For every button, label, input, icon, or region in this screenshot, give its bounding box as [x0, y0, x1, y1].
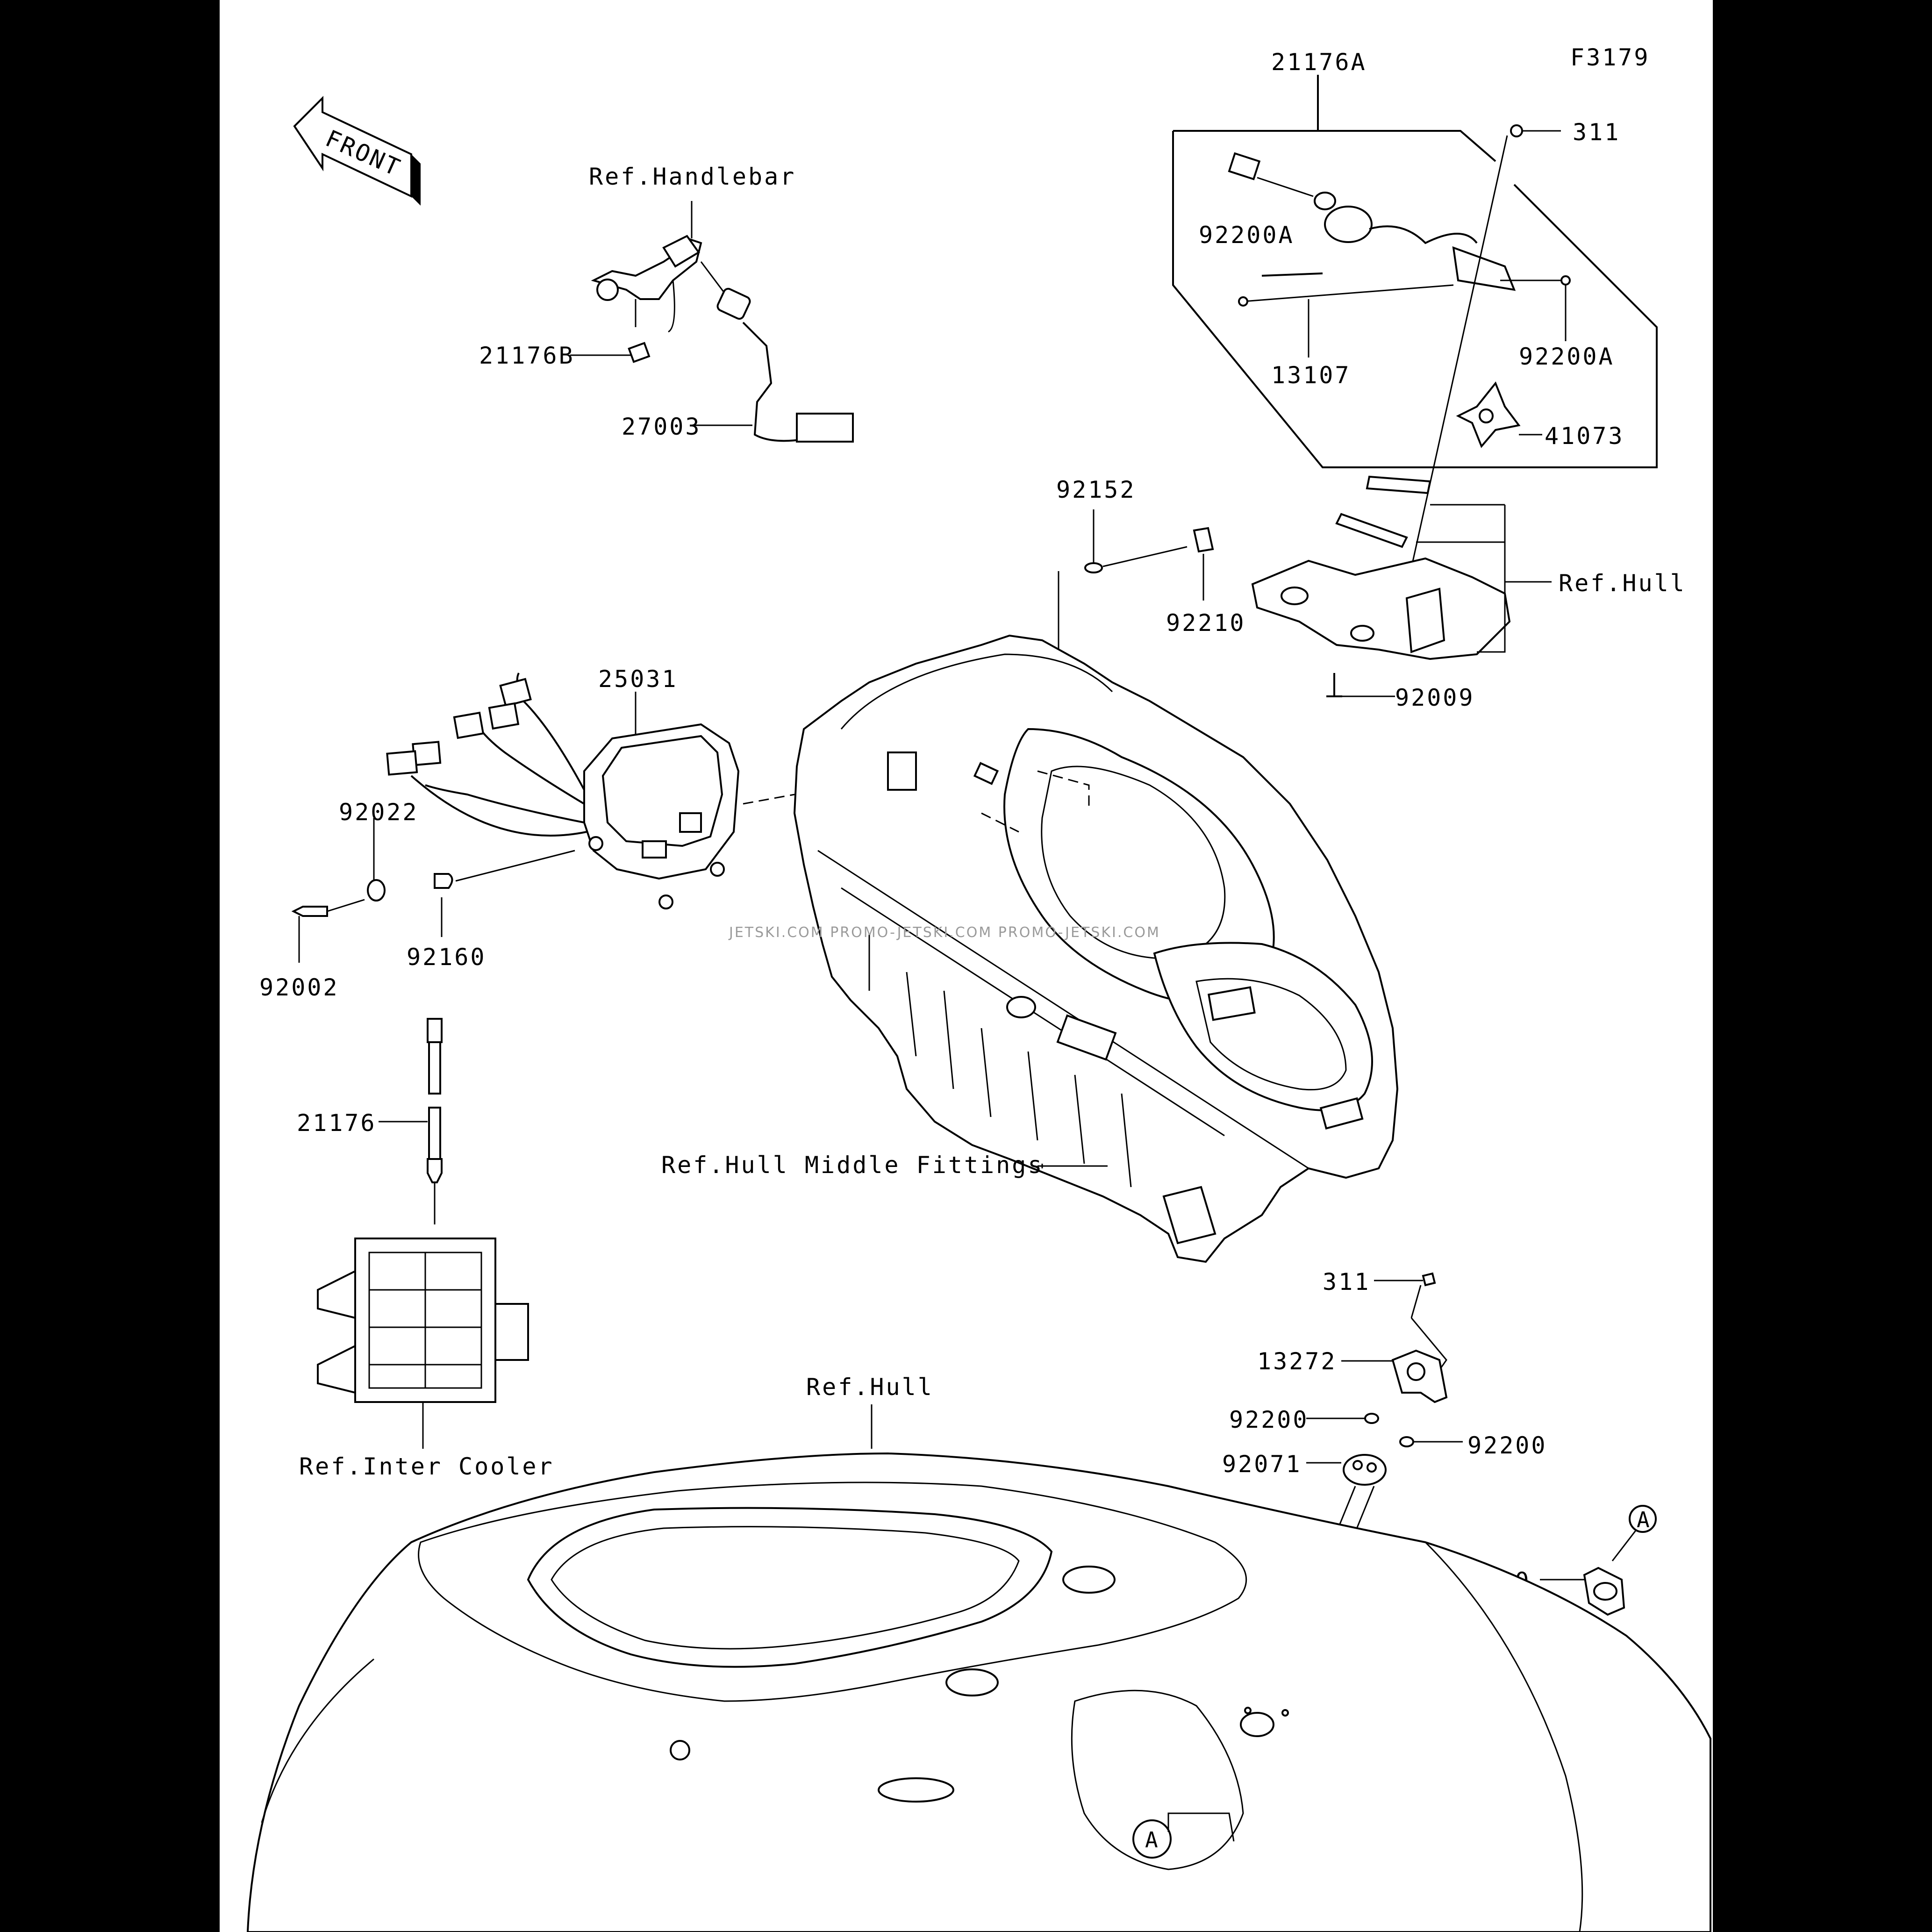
- figure-code: F3179: [1570, 44, 1650, 71]
- part-group-handlebar-switch: [570, 201, 854, 443]
- marker-a-circle: [1629, 1505, 1657, 1533]
- label-21176: 21176: [297, 1109, 377, 1137]
- label-ref-hull-bottom: Ref.Hull: [806, 1374, 934, 1401]
- watermark: JETSKI.COM PROMO-JETSKI.COM PROMO-JETSKI…: [728, 924, 1160, 941]
- marker-a-hull: A: [1145, 1827, 1159, 1853]
- label-92200-right: 92200: [1467, 1432, 1547, 1459]
- part-group-21176A: [1172, 75, 1658, 631]
- label-ref-handlebar: Ref.Handlebar: [589, 163, 796, 190]
- part-group-inter-cooler: [317, 1018, 529, 1449]
- label-92200-left: 92200: [1229, 1406, 1309, 1433]
- label-92160: 92160: [407, 944, 487, 971]
- label-92210: 92210: [1166, 609, 1246, 637]
- label-92152: 92152: [1056, 476, 1136, 503]
- part-group-hull-bottom: [246, 1404, 1711, 1932]
- label-25031: 25031: [598, 665, 678, 693]
- label-92200A-right: 92200A: [1519, 343, 1615, 370]
- part-group-92152-92210: [1058, 509, 1214, 654]
- marker-a-hull-circle: [1132, 1819, 1172, 1859]
- label-41073: 41073: [1545, 422, 1624, 450]
- part-group-hull-cover: [1251, 475, 1552, 697]
- label-13272: 13272: [1257, 1348, 1337, 1375]
- label-92022: 92022: [339, 799, 419, 826]
- label-311-bottom: 311: [1323, 1268, 1370, 1295]
- label-21176B: 21176B: [479, 342, 575, 369]
- label-13107: 13107: [1271, 362, 1351, 389]
- label-ref-inter-cooler: Ref.Inter Cooler: [299, 1453, 554, 1480]
- part-group-13280: [1540, 1505, 1657, 1616]
- label-92071: 92071: [1222, 1451, 1302, 1478]
- marker-a-right: A: [1637, 1507, 1651, 1532]
- label-27003: 27003: [622, 413, 701, 440]
- part-group-hull-middle-fittings: [793, 634, 1399, 1263]
- label-ref-hull-middle-fittings: Ref.Hull Middle Fittings: [661, 1152, 1044, 1179]
- label-21176A: 21176A: [1271, 49, 1367, 76]
- label-92002: 92002: [259, 974, 339, 1001]
- label-311-top: 311: [1573, 119, 1620, 146]
- label-ref-hull-top: Ref.Hull: [1559, 570, 1686, 597]
- part-group-meter-25031: [291, 673, 795, 963]
- label-92200A-left: 92200A: [1199, 222, 1295, 249]
- label-92009: 92009: [1395, 684, 1475, 711]
